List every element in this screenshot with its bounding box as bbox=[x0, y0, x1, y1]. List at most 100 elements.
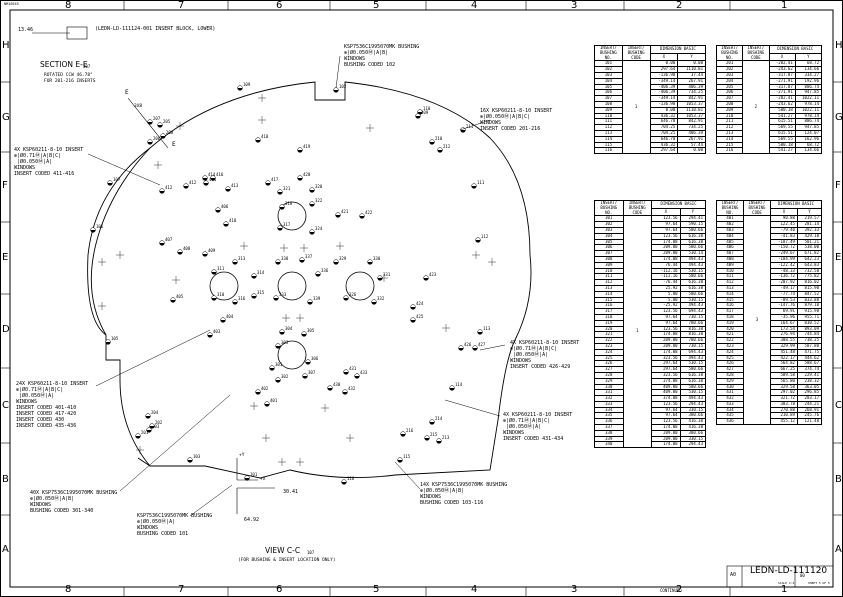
hole-label: 210 bbox=[435, 136, 443, 141]
hole-label: 303 bbox=[281, 340, 289, 345]
section-title: SECTION E-E bbox=[40, 60, 88, 69]
note-4x-insert: 4X KSP60211-8-10 INSERT ⊕|Ø0.71Ⓜ|A|B|C| … bbox=[14, 147, 84, 177]
crosshair-mark bbox=[300, 244, 308, 252]
hole-fill bbox=[343, 298, 349, 301]
hole-label: 409 bbox=[208, 248, 216, 253]
title-sheet: SHEET 5 OF 5 bbox=[808, 581, 830, 585]
table-header: INSERT/ BUSHING CODE bbox=[742, 199, 771, 217]
zone-row-B: B bbox=[2, 474, 9, 485]
hole-fill bbox=[187, 460, 193, 463]
hole-label: 207 bbox=[153, 116, 161, 121]
crosshair-mark bbox=[282, 314, 290, 322]
hole-label: 112 bbox=[481, 234, 489, 239]
table-header: INSERT/ BUSHING NO. bbox=[594, 199, 624, 217]
hole-label: 317 bbox=[283, 222, 291, 227]
zone-row-C: C bbox=[2, 400, 9, 411]
hole-label: 318 bbox=[285, 201, 293, 206]
hole-label: 339 bbox=[313, 296, 321, 301]
hole-label: 414 bbox=[208, 172, 216, 177]
crosshair-mark bbox=[258, 116, 266, 124]
table-header: INSERT/ BUSHING NO. bbox=[715, 44, 744, 62]
note-16x-insert: 16X KSP60211-8-10 INSERT ⊕|Ø0.050Ⓜ|A|B|C… bbox=[480, 108, 553, 132]
hole-fill bbox=[269, 368, 275, 371]
hole-fill bbox=[170, 300, 176, 303]
crosshair-mark bbox=[262, 434, 270, 442]
table-header: DIMENSION BASIC bbox=[651, 200, 706, 209]
hole-label: 420 bbox=[303, 172, 311, 177]
hole-fill bbox=[333, 90, 339, 93]
note-14x-bushing: 14X KSP7536C1995070MK BUSHING ⊕|Ø0.050Ⓜ|… bbox=[420, 482, 508, 506]
zone-col-5: 5 bbox=[373, 0, 380, 11]
zone-col-7: 7 bbox=[178, 584, 185, 595]
hole-fill bbox=[415, 116, 421, 119]
crosshair-mark bbox=[321, 404, 329, 412]
zone-col-2: 2 bbox=[676, 584, 683, 595]
hole-fill bbox=[436, 441, 442, 444]
hole-label: 338 bbox=[281, 256, 289, 261]
hole-label: 421 bbox=[341, 209, 349, 214]
crosshair-mark bbox=[98, 258, 106, 266]
hole-label: 213 bbox=[442, 435, 450, 440]
note-bushing-101: KSP7536C1995070MK BUSHING ⊕|Ø0.050Ⓜ|A| W… bbox=[137, 513, 213, 537]
hole-label: 402 bbox=[261, 386, 269, 391]
hole-fill bbox=[277, 192, 283, 195]
title-continued: CONTINUED bbox=[660, 588, 682, 593]
hole-fill bbox=[107, 183, 113, 186]
hole-label: 422 bbox=[365, 210, 373, 215]
hole-label: 320 bbox=[315, 184, 323, 189]
hole-label: 403 bbox=[213, 329, 221, 334]
hole-fill bbox=[429, 422, 435, 425]
hole-fill bbox=[410, 320, 416, 323]
hole-label: 336 bbox=[321, 268, 329, 273]
hole-label: 302 bbox=[281, 374, 289, 379]
hole-fill bbox=[210, 178, 216, 181]
section-callout: (LEDN-LD-111124-001 INSERT BLOCK, LOWER) bbox=[95, 26, 216, 32]
hole-label: 110 bbox=[423, 106, 431, 111]
hole-fill bbox=[275, 380, 281, 383]
crosshair-mark bbox=[296, 314, 304, 322]
hole-fill bbox=[135, 436, 141, 439]
zone-col-3: 3 bbox=[571, 0, 578, 11]
hole-fill bbox=[397, 460, 403, 463]
section-mark-3x8: 3X8 bbox=[134, 104, 143, 109]
crosshair-mark bbox=[488, 258, 496, 266]
hole-label: 315 bbox=[257, 290, 265, 295]
zone-col-2: 2 bbox=[676, 0, 683, 11]
hole-fill bbox=[343, 372, 349, 375]
view-sub: (FOR BUSHING & INSERT LOCATION ONLY) bbox=[238, 558, 336, 563]
table-header: DIMENSION BASIC bbox=[768, 45, 822, 54]
hole-label: 321 bbox=[283, 186, 291, 191]
hole-fill bbox=[371, 302, 377, 305]
note-24x-insert: 24X KSP60211-8-10 INSERT ⊕|Ø0.71Ⓜ|A|B|C|… bbox=[16, 381, 89, 429]
hole-label: 424 bbox=[416, 301, 424, 306]
section-mark-e2: E bbox=[172, 141, 176, 148]
hole-label: 423 bbox=[429, 272, 437, 277]
hole-fill bbox=[202, 254, 208, 257]
crosshair-mark bbox=[442, 324, 450, 332]
zone-row-F: F bbox=[2, 180, 8, 191]
hole-fill bbox=[354, 376, 360, 379]
hole-label: 418 bbox=[261, 134, 269, 139]
hole-fill bbox=[297, 150, 303, 153]
hole-fill bbox=[460, 130, 466, 133]
hole-label: 215 bbox=[430, 432, 438, 437]
zone-col-5: 5 bbox=[373, 584, 380, 595]
view-title: VIEW C-C bbox=[265, 546, 301, 555]
section-scale: 307 bbox=[83, 64, 91, 69]
hole-fill bbox=[251, 296, 257, 299]
hole-label: 310 bbox=[217, 292, 225, 297]
hole-label: 201 bbox=[141, 430, 149, 435]
crosshair-mark bbox=[250, 402, 258, 410]
zone-row-G: G bbox=[2, 112, 10, 123]
hole-label: 412 bbox=[189, 180, 197, 185]
